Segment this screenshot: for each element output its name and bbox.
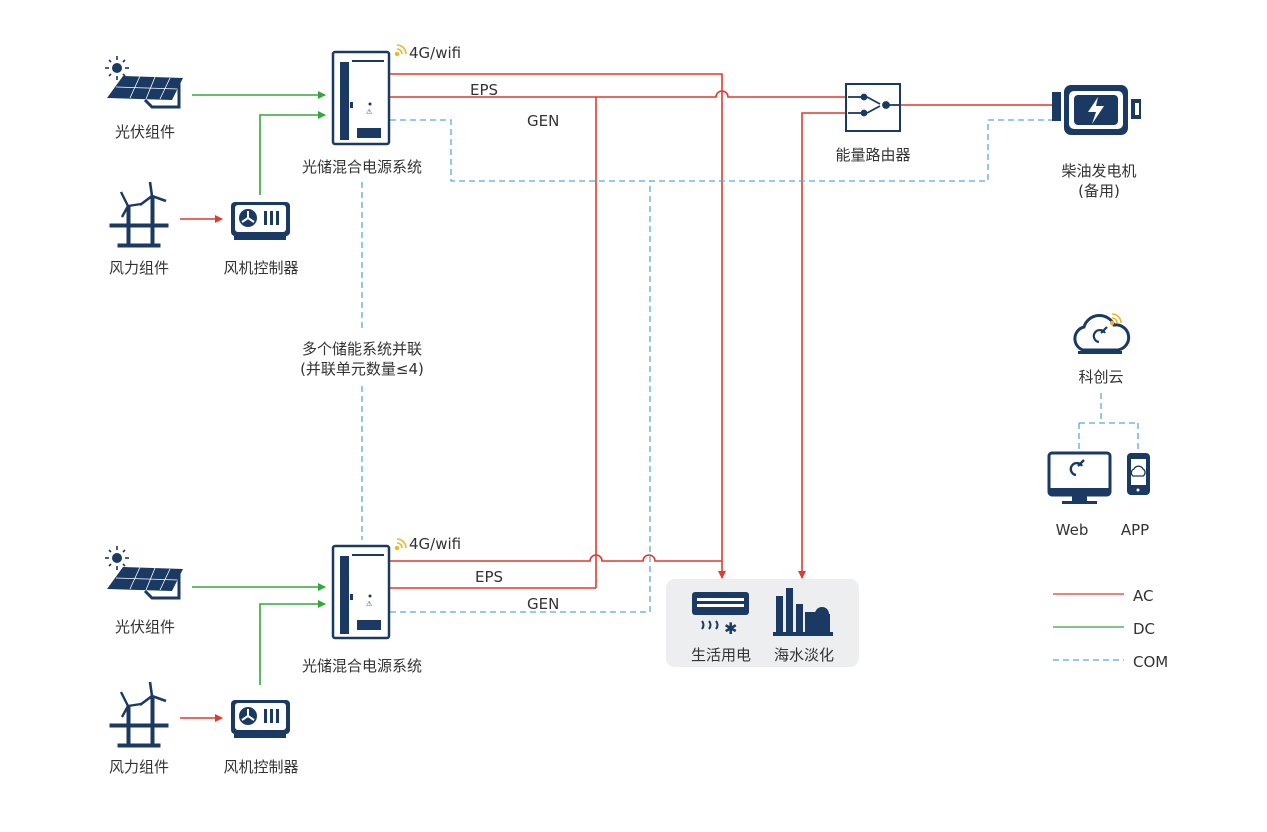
- wind-controller-icon: [231, 202, 290, 240]
- diesel-generator-icon: [1052, 85, 1141, 135]
- svg-text:⚠: ⚠: [366, 600, 373, 608]
- top-gen-label: GEN: [527, 112, 559, 130]
- sun-icon: [105, 546, 129, 570]
- desalination-plant-icon: [773, 588, 833, 636]
- storage-cabinet-icon: ⚠: [331, 544, 391, 640]
- bottom-eps-label: EPS: [475, 568, 503, 586]
- web-label: Web: [1056, 521, 1089, 539]
- bottom-system-label: 光储混合电源系统: [302, 657, 422, 675]
- legend-com-label: COM: [1133, 653, 1168, 671]
- svg-text:✱: ✱: [724, 619, 737, 638]
- bottom-dc-lines: [192, 583, 326, 685]
- top-eps-label: EPS: [470, 81, 498, 99]
- bottom-gen-label: GEN: [527, 595, 559, 613]
- generator-label-line2: (备用): [1078, 182, 1120, 200]
- top-system-label: 光储混合电源系统: [302, 158, 422, 176]
- solar-panel-icon: [107, 75, 183, 109]
- cloud-label: 科创云: [1078, 368, 1123, 386]
- top-wind-controller-label: 风机控制器: [223, 259, 298, 277]
- desalination-label: 海水淡化: [774, 646, 834, 664]
- parallel-note-line1: 多个储能系统并联: [302, 340, 422, 358]
- sun-icon: [105, 56, 129, 80]
- com-lines: [361, 119, 1139, 613]
- wind-turbine-icon: [109, 181, 169, 248]
- top-wind-label: 风力组件: [109, 259, 169, 277]
- bottom-wind-label: 风力组件: [109, 758, 169, 776]
- top-dc-lines: [192, 91, 326, 195]
- air-conditioner-icon: ✱: [692, 592, 749, 638]
- bottom-connectivity-label: 4G/wifi: [409, 535, 461, 553]
- bottom-wind-controller-label: 风机控制器: [223, 758, 298, 776]
- cloud-icon: [1073, 313, 1131, 354]
- top-connectivity-label: 4G/wifi: [409, 44, 461, 62]
- generator-label-line1: 柴油发电机: [1061, 162, 1136, 180]
- router-label: 能量路由器: [835, 146, 910, 164]
- wind-controller-icon: [231, 700, 290, 738]
- legend-dc-label: DC: [1133, 620, 1155, 638]
- wind-turbine-icon: [109, 681, 169, 748]
- signal-icon: [394, 44, 407, 57]
- solar-panel-icon: [107, 566, 183, 600]
- bottom-pv-label: 光伏组件: [115, 618, 175, 636]
- parallel-note-line2: (并联单元数量≤4): [300, 360, 424, 378]
- top-pv-label: 光伏组件: [115, 123, 175, 141]
- signal-icon: [394, 538, 407, 551]
- computer-icon[interactable]: [1047, 451, 1112, 504]
- svg-text:⚠: ⚠: [366, 108, 373, 116]
- legend-ac-label: AC: [1133, 587, 1153, 605]
- phone-icon[interactable]: [1127, 453, 1150, 495]
- household-load-label: 生活用电: [691, 646, 751, 664]
- energy-router-icon: [845, 83, 901, 132]
- ac-lines: [390, 73, 1052, 589]
- storage-cabinet-icon: ⚠: [331, 50, 391, 146]
- app-label: APP: [1121, 521, 1149, 539]
- legend: AC DC COM: [1053, 587, 1168, 671]
